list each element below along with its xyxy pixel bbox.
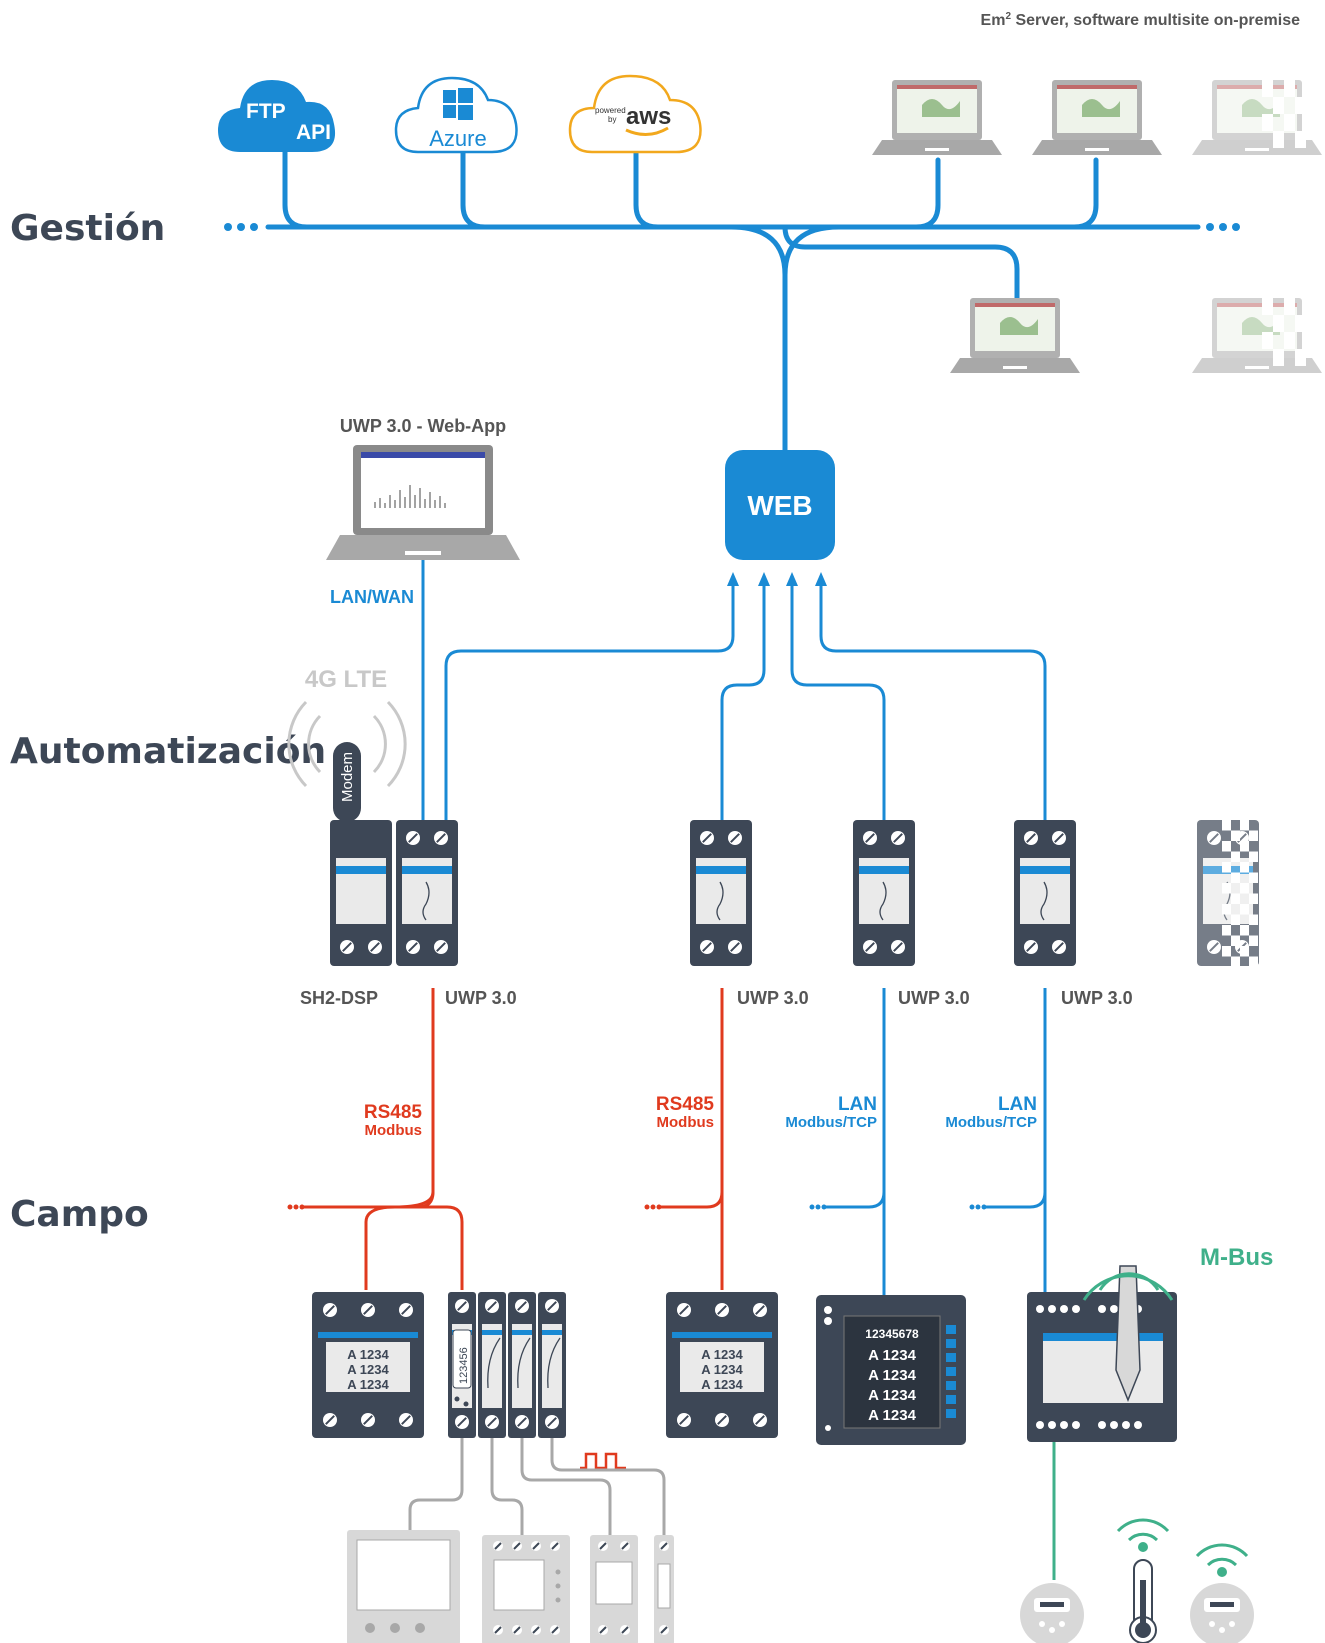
modbus-label-2: Modbus	[657, 1114, 715, 1131]
thermometer-icon	[1116, 1518, 1170, 1643]
pulse-input-module-1	[478, 1292, 506, 1438]
laptop-faded-icon-2-inner	[1192, 298, 1322, 373]
pulse-input-module-3	[538, 1292, 566, 1438]
uwp-label-1: UWP 3.0	[445, 988, 517, 1008]
uwp-label-4: UWP 3.0	[1061, 988, 1133, 1008]
lte-label: 4G LTE	[305, 666, 387, 693]
uplinks-to-web	[444, 580, 1047, 820]
lan-wan-label: LAN/WAN	[330, 587, 414, 607]
display-device-icon	[347, 1530, 460, 1643]
lte-signal-icon	[287, 700, 407, 788]
laptop-icon-1	[872, 80, 1002, 155]
uwp-label-3: UWP 3.0	[898, 988, 970, 1008]
pulse-counter-module: 123456	[448, 1292, 476, 1438]
panel-line: A 1234	[868, 1367, 916, 1384]
panel-line: A 1234	[868, 1387, 916, 1404]
field-dots	[287, 1204, 987, 1210]
pulse-input-module-2	[508, 1292, 536, 1438]
small-meter-icon	[590, 1535, 638, 1643]
webapp-laptop-icon	[326, 445, 520, 560]
rs485-label-2: RS485	[656, 1094, 715, 1115]
management-bus	[265, 137, 1201, 453]
thin-module-icon	[654, 1535, 674, 1643]
panel-header: 12345678	[865, 1327, 919, 1341]
uwp-module-2	[690, 820, 752, 966]
section-gestion: Gestión	[10, 208, 165, 249]
aws-label: aws	[626, 103, 671, 130]
lan-label-1: LAN	[838, 1094, 877, 1115]
panel-line: A 1234	[868, 1407, 916, 1424]
meter-line: A 1234	[701, 1347, 743, 1362]
aws-by-label: by	[608, 115, 616, 124]
water-meter-icon-2	[1190, 1543, 1254, 1643]
section-automatizacion: Automatización	[10, 731, 326, 772]
azure-cloud-icon: Azure	[394, 76, 518, 154]
uwp-module-1	[396, 820, 458, 966]
pulse-icon	[580, 1452, 626, 1470]
automation-modules	[330, 820, 1259, 967]
din-meter-icon	[482, 1535, 570, 1643]
panel-meter: 12345678 A 1234 A 1234 A 1234 A 1234	[816, 1295, 966, 1445]
laptop-faded-icon-1-inner	[1192, 80, 1322, 155]
aws-cloud-icon: powered by aws	[568, 74, 702, 154]
web-hub: WEB	[725, 450, 835, 560]
mbus-label: M-Bus	[1200, 1244, 1273, 1271]
sh2-dsp-label: SH2-DSP	[300, 988, 378, 1008]
laptop-faded-icon-1	[1192, 80, 1322, 155]
modbus-tcp-label-2: Modbus/TCP	[945, 1114, 1037, 1131]
windows-logo-icon	[443, 88, 473, 120]
lan-label-2: LAN	[998, 1094, 1037, 1115]
field-lines	[303, 988, 1047, 1295]
rs485-label-1: RS485	[364, 1102, 423, 1123]
sh2-dsp-module	[330, 820, 392, 966]
water-meter-icon-1	[1020, 1583, 1084, 1643]
modem-antenna: Modem	[333, 742, 361, 822]
mbus-signal-icon	[1082, 1272, 1174, 1301]
uwp-module-faded	[1197, 820, 1259, 967]
panel-line: A 1234	[868, 1347, 916, 1364]
meter-line: A 1234	[701, 1377, 743, 1392]
modem-label: Modem	[339, 752, 356, 802]
laptop-icon-3	[950, 298, 1080, 373]
azure-label: Azure	[429, 126, 486, 151]
laptop-faded-icon-2	[1192, 298, 1322, 373]
modbus-label-1: Modbus	[365, 1122, 423, 1139]
bus-dots-right	[1206, 223, 1240, 231]
laptop-icon-2	[1032, 80, 1162, 155]
meter-line: A 1234	[347, 1362, 389, 1377]
webapp-title: UWP 3.0 - Web-App	[340, 416, 506, 436]
meter-line: A 1234	[347, 1377, 389, 1392]
ftp-api-cloud-icon: FTP API	[218, 80, 336, 152]
client-laptops	[872, 80, 1322, 373]
uwp-module-3	[853, 820, 915, 966]
api-label: API	[296, 121, 331, 144]
uwp-module-4	[1014, 820, 1076, 966]
mbus-gateway	[1027, 1265, 1177, 1442]
section-campo: Campo	[10, 1194, 149, 1235]
ftp-label: FTP	[246, 100, 286, 123]
header-title: Em2 Server, software multisite on-premis…	[981, 11, 1301, 29]
meter-line: A 1234	[347, 1347, 389, 1362]
meter-line: A 1234	[701, 1362, 743, 1377]
web-label: WEB	[747, 490, 812, 521]
counter-serial: 123456	[458, 1347, 470, 1384]
bus-dots-left	[224, 223, 258, 231]
pulse-cables	[408, 1438, 666, 1535]
uplink-arrows	[727, 572, 827, 586]
uwp-label-2: UWP 3.0	[737, 988, 809, 1008]
modbus-tcp-label-1: Modbus/TCP	[785, 1114, 877, 1131]
aws-powered-label: powered	[595, 106, 626, 115]
